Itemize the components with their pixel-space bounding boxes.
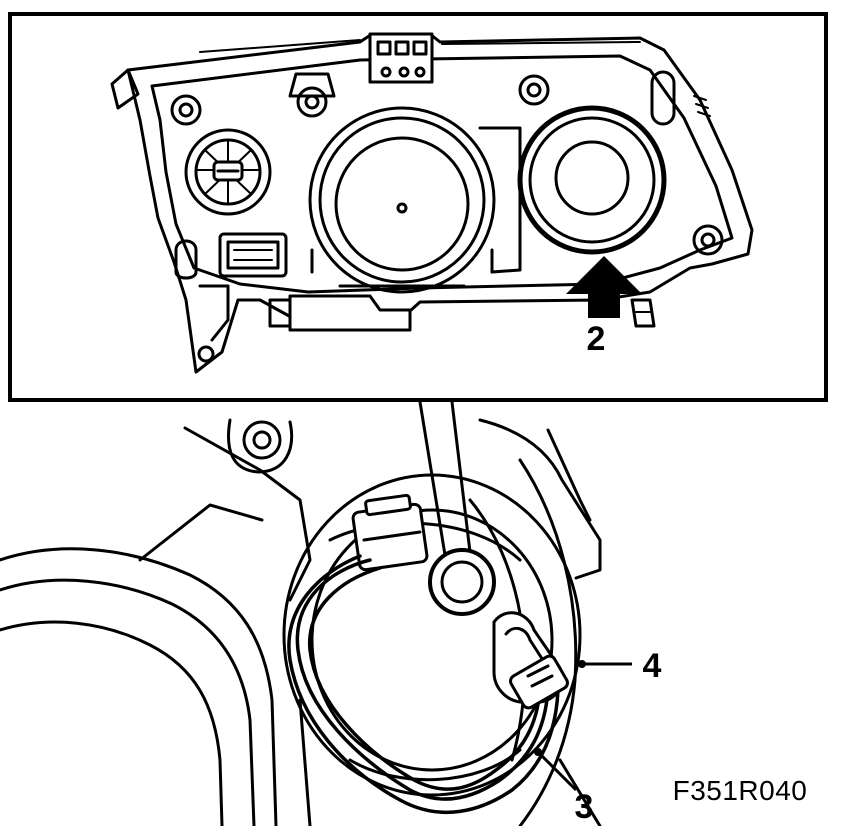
wire-harness [287, 554, 560, 815]
left-lower-bracket [198, 284, 230, 342]
bottom-block-1 [288, 294, 412, 332]
left-clip [110, 68, 140, 110]
right-serration [693, 95, 711, 117]
left-lower-hole [197, 345, 215, 363]
top-tab-slot-2 [394, 40, 410, 56]
top-tab-slot-1 [376, 40, 392, 56]
top-tab-hole-2 [398, 66, 410, 78]
main-reflector-center [396, 202, 408, 214]
top-tab-hole-3 [414, 66, 426, 78]
callout-label-4: 4 [643, 647, 662, 685]
bulb-housing-ring [310, 508, 554, 772]
bottom-block-2 [268, 298, 292, 328]
headlamp-inner-rim [150, 54, 734, 294]
bulb-plug-clip-inner [504, 626, 550, 670]
left-lower-clip [174, 239, 198, 280]
aux-lamp-outer [528, 116, 656, 244]
aux-lamp-oring [517, 105, 667, 255]
lower-scene [0, 418, 602, 826]
top-tab-slot-3 [412, 40, 428, 56]
callout-4: 4 [578, 647, 662, 685]
main-reflector-lens [334, 136, 470, 272]
mount-boss-left-hole [178, 102, 194, 118]
upper-connector-tab [364, 493, 412, 517]
bracket-bolt [242, 420, 282, 460]
top-tab-hole-1 [380, 66, 392, 78]
socket-ring-outer [428, 548, 496, 616]
housing-ridge-2 [348, 748, 522, 782]
bracket-bolt-inner [252, 430, 272, 450]
mount-boss-lower-right [692, 224, 724, 256]
lower-frame [298, 698, 312, 826]
main-reflector-base [310, 248, 494, 288]
mount-boss-right-hole [526, 82, 542, 98]
fender-inner-line [0, 578, 256, 826]
adjuster-outer [184, 128, 272, 216]
bulb-plug-pins [526, 664, 554, 688]
inset-leader [418, 401, 472, 556]
aux-lamp-lens [554, 140, 630, 216]
bracket-tab [227, 418, 293, 474]
main-reflector-mid [318, 116, 486, 284]
mount-boss-lower-right-hole [700, 232, 716, 248]
mount-boss-center-tab [288, 72, 336, 98]
mount-boss-left [170, 94, 202, 126]
figure-code: F351R040 [673, 775, 808, 806]
mount-boss-right [518, 74, 550, 106]
fender-panel [0, 547, 278, 826]
housing-bracket-2 [138, 503, 264, 562]
lower-frame-2 [558, 758, 602, 826]
arrow-icon [566, 256, 642, 318]
right-lower-clip [630, 298, 656, 328]
mount-boss-center [296, 86, 328, 118]
callout-label-2: 2 [587, 320, 606, 358]
upper-connector-line [362, 530, 422, 542]
callout-3: 3 [534, 748, 593, 826]
fender-inner-line-2 [0, 620, 224, 826]
lamp-connector-inner [226, 240, 280, 270]
right-housing [478, 418, 602, 580]
housing-bracket [183, 426, 312, 602]
main-reflector-outer [308, 106, 496, 294]
top-ridge [199, 39, 641, 53]
lamp-connector-pins [233, 249, 273, 261]
callout-2: 2 [566, 256, 642, 358]
right-housing-2 [546, 428, 592, 522]
callout-label-3: 3 [575, 788, 594, 826]
right-slot [650, 70, 676, 126]
socket-ring-inner [440, 560, 484, 604]
lamp-connector [218, 232, 288, 278]
callout-leader-3 [536, 750, 578, 792]
